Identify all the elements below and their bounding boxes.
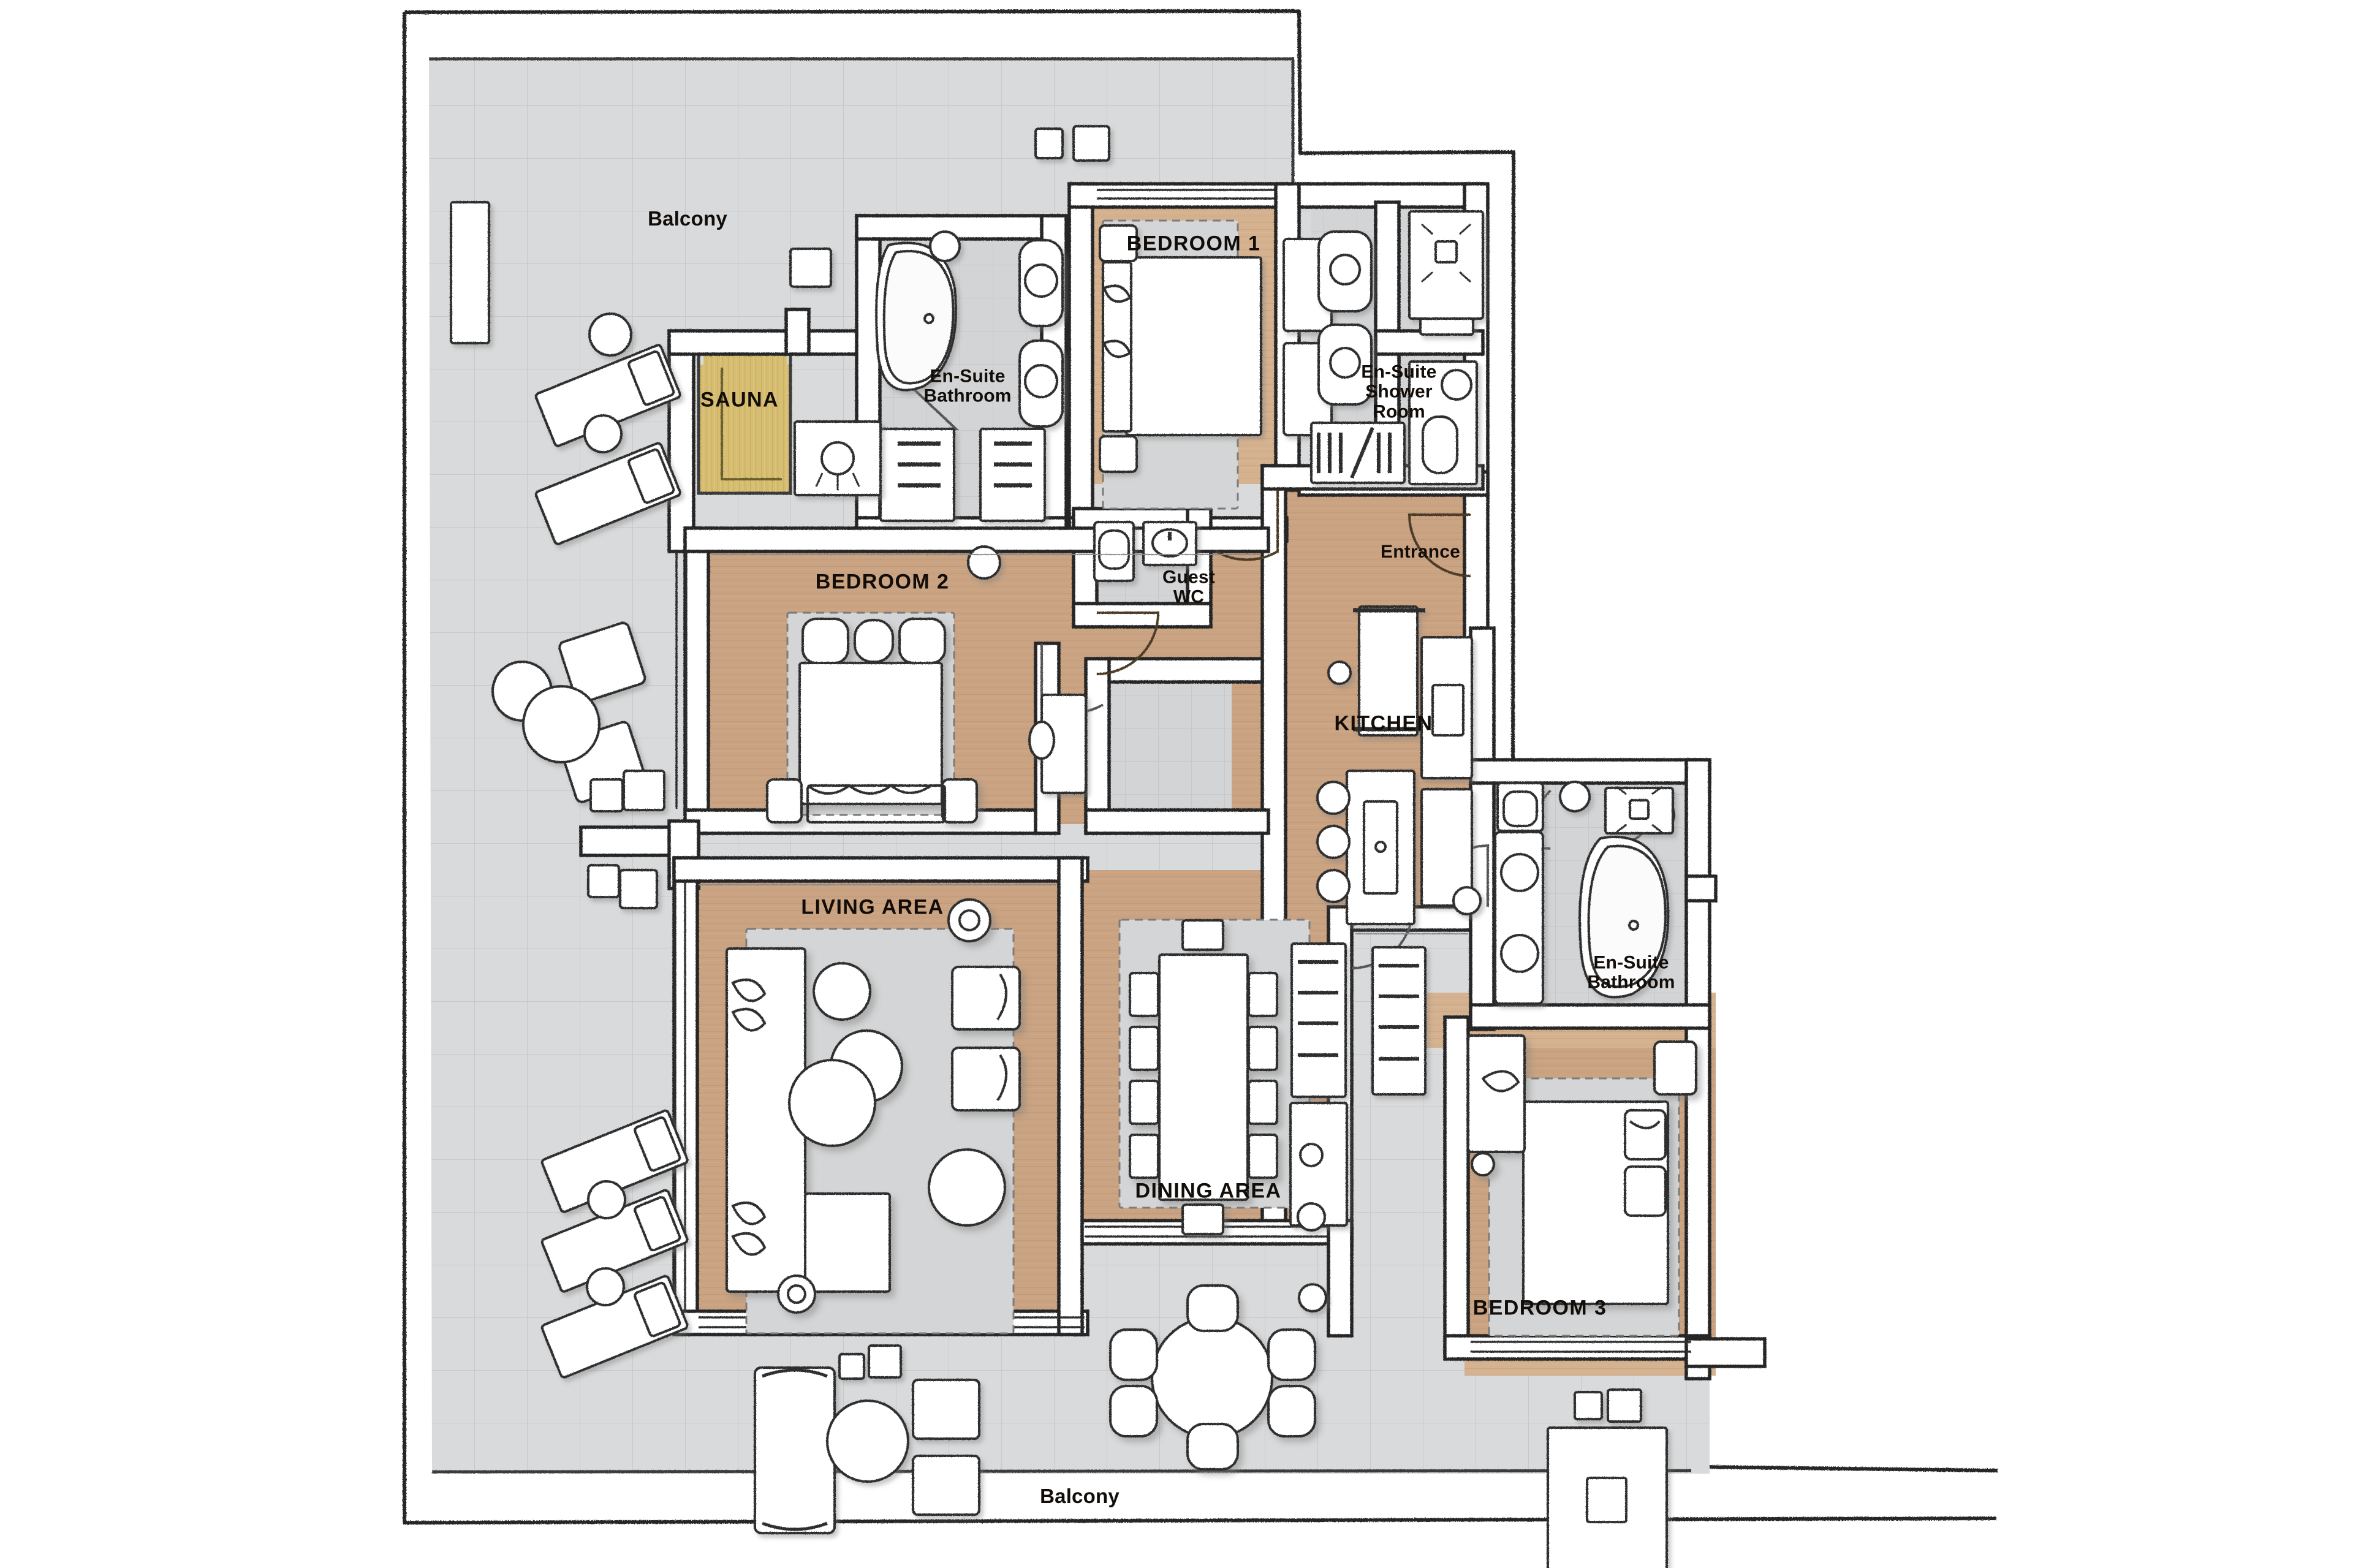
interior-hairlines bbox=[699, 554, 1468, 934]
sauna-room bbox=[697, 339, 792, 495]
furniture bbox=[450, 125, 1697, 1568]
